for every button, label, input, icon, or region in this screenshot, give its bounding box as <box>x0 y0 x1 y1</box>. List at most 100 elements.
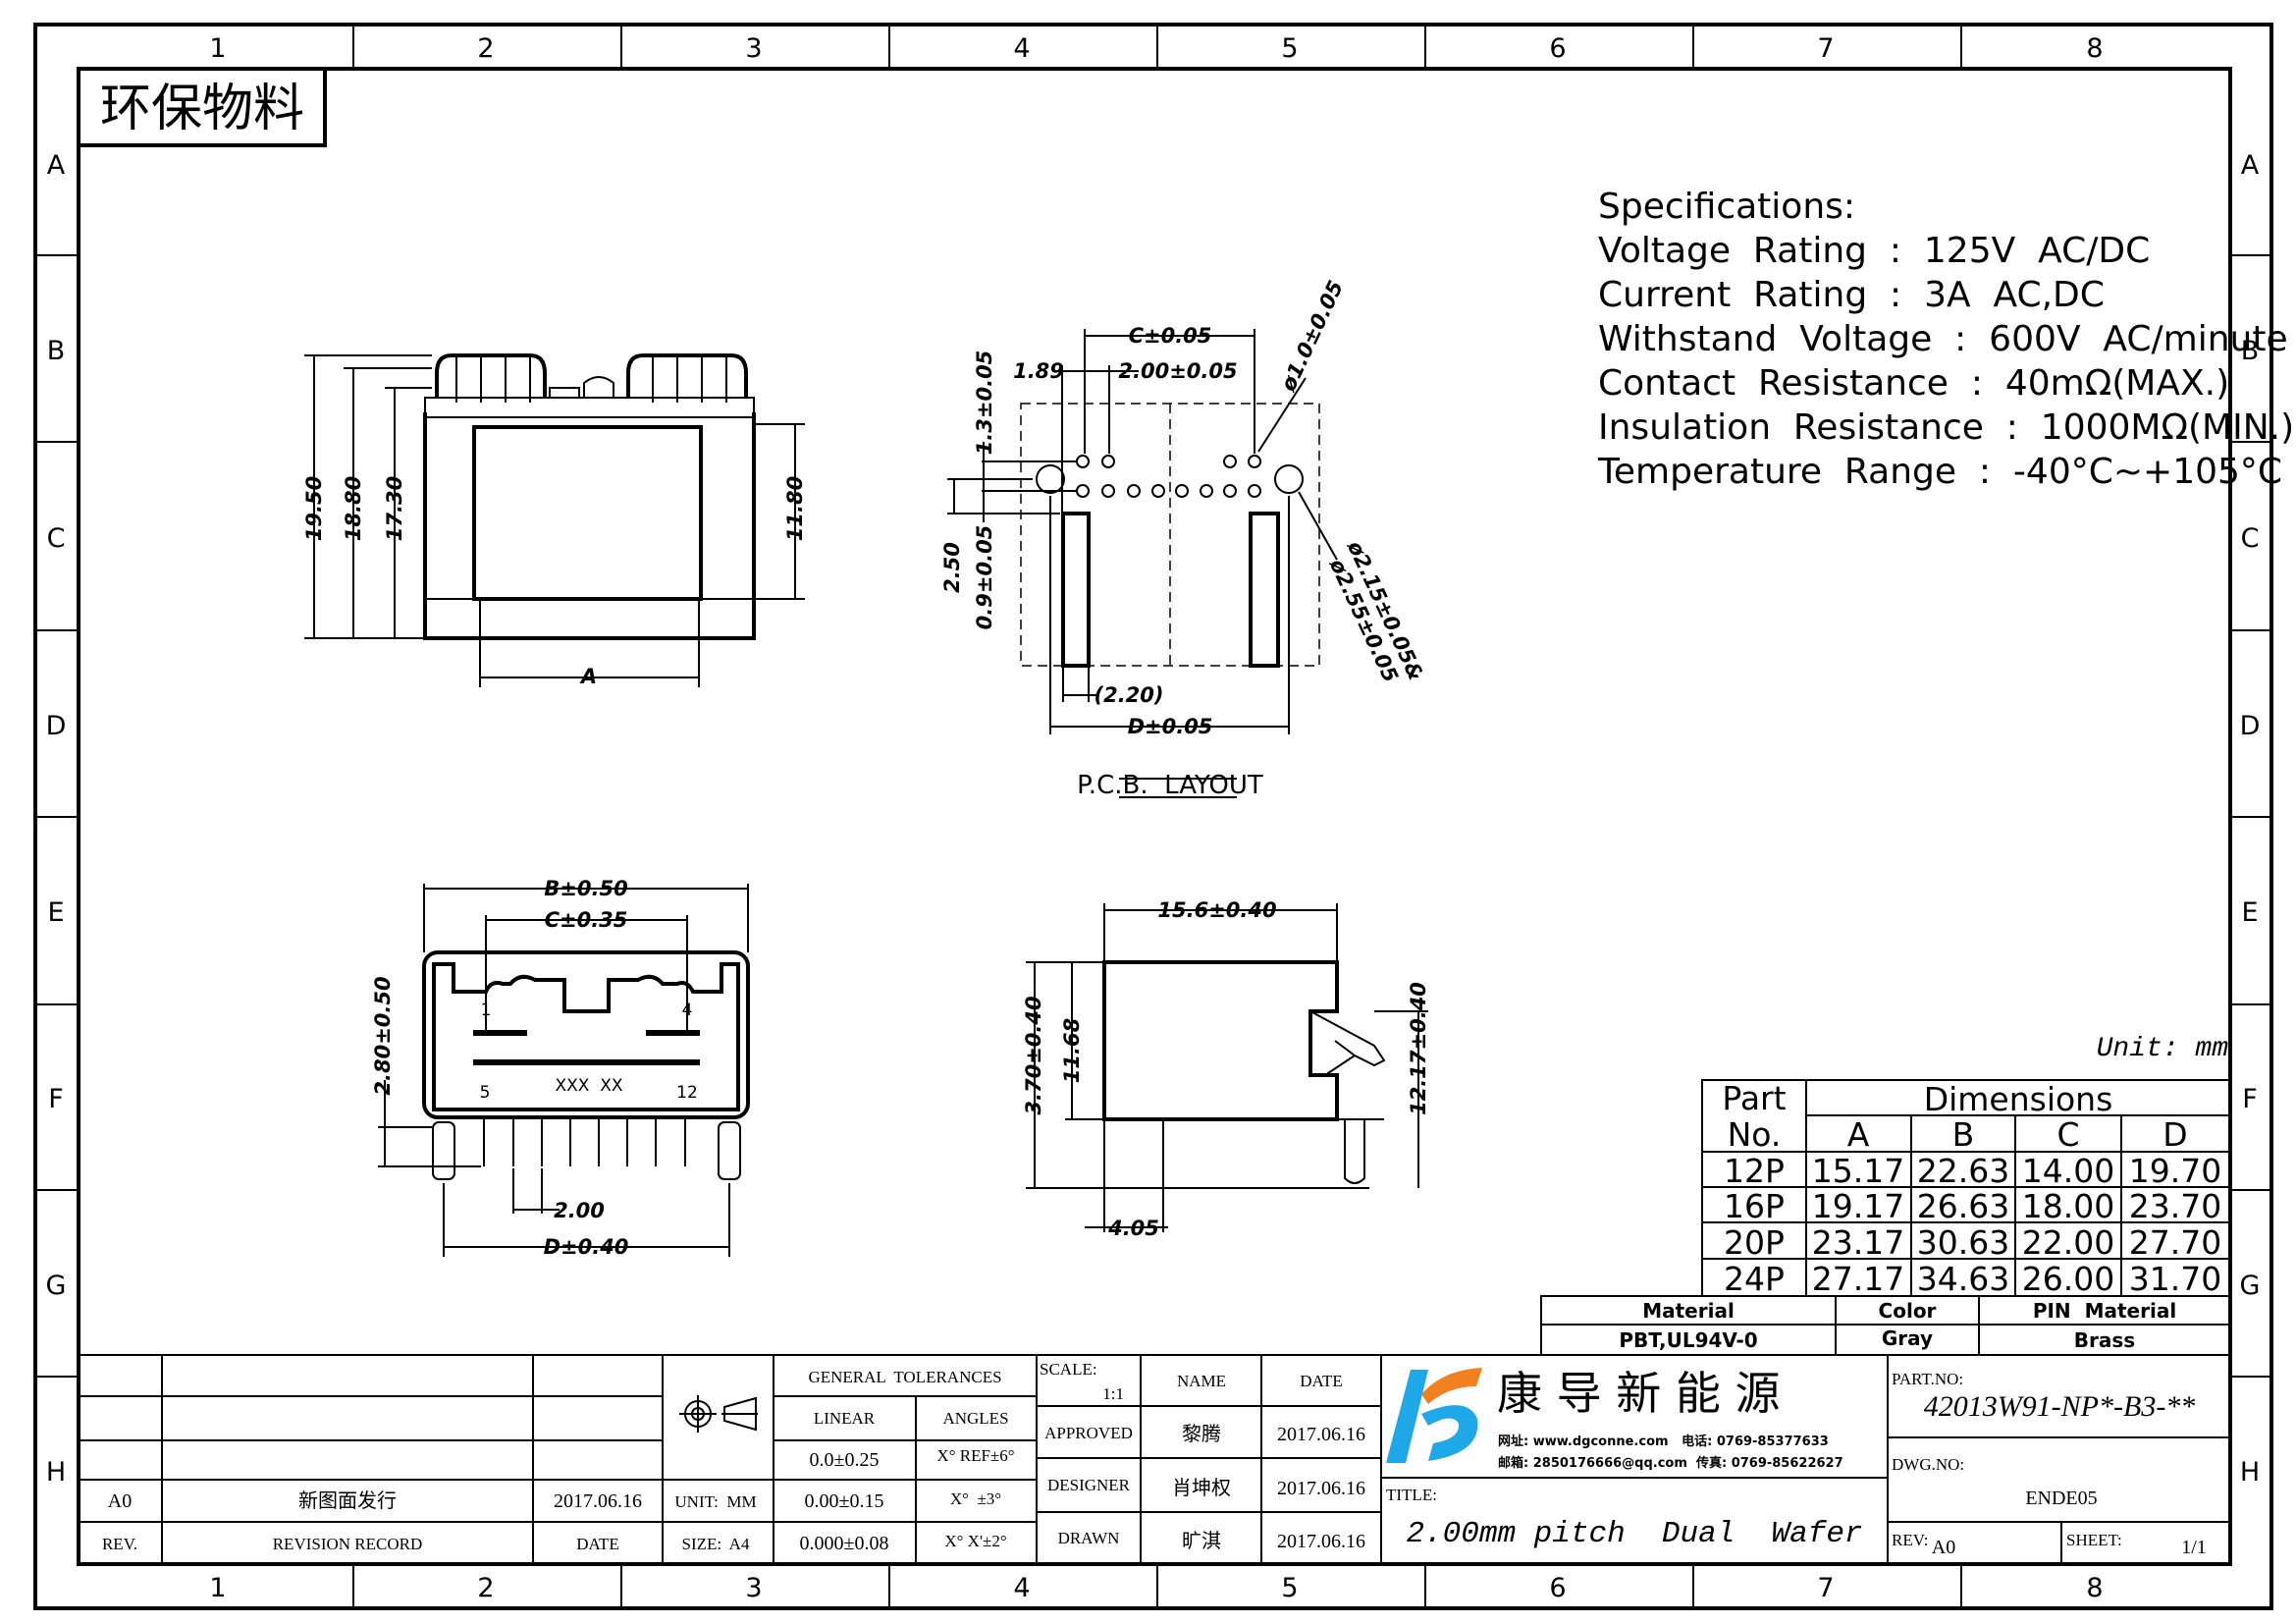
dim-label: 3.70±0.40 <box>1022 996 1045 1114</box>
angle-tolerance: X° ±3° <box>950 1489 1001 1508</box>
title-label: TITLE: <box>1386 1486 1437 1504</box>
role-label: APPROVED <box>1044 1424 1133 1442</box>
specifications: Specifications: Voltage Rating : 125V AC… <box>1597 187 2294 492</box>
table-row: 16P 19.17 26.63 18.00 23.70 <box>1724 1187 2221 1225</box>
table-cell: 31.70 <box>2129 1260 2221 1298</box>
row-label: G <box>46 1271 67 1301</box>
pcb-layout-title: P.C.B. LAYOUT <box>1077 771 1263 800</box>
revision-date-value: 2017.06.16 <box>554 1490 642 1512</box>
signoff-name: 旷淇 <box>1182 1530 1221 1552</box>
column-label: 4 <box>1013 1573 1030 1603</box>
dim-label: C±0.35 <box>545 908 628 932</box>
front-view: B±0.50 C±0.35 2.80±0.50 2.00 D±0.40 1 4 … <box>371 877 750 1259</box>
svg-text:环保物料: 环保物料 <box>100 80 304 138</box>
row-label: D <box>46 711 67 741</box>
material-value: PBT,UL94V-0 <box>1619 1328 1757 1352</box>
column-label: 1 <box>209 33 226 64</box>
side-view: 15.6±0.40 3.70±0.40 11.68 12.17±0.40 4.0… <box>1022 898 1430 1240</box>
company-contact: 网址: www.dgconne.com 电话: 0769-85377633 <box>1498 1434 1829 1449</box>
column-label: 2 <box>477 33 494 64</box>
title-block: A0 新图面发行 2017.06.16 REV. REVISION RECORD… <box>79 1354 2230 1564</box>
date-header: DATE <box>576 1535 618 1553</box>
row-label: H <box>46 1457 66 1488</box>
general-tolerances-heading: GENERAL TOLERANCES <box>808 1368 1001 1386</box>
table-cell: 30.63 <box>1917 1223 2009 1262</box>
linear-tolerance: 0.0±0.25 <box>810 1449 880 1471</box>
part-no-label: PART.NO: <box>1892 1370 1963 1388</box>
table-header: Part <box>1722 1079 1786 1117</box>
scale-value: 1:1 <box>1102 1384 1124 1403</box>
dim-label: 2.80±0.50 <box>371 976 395 1095</box>
column-label: 5 <box>1281 33 1298 64</box>
material-header: Material <box>1642 1299 1735 1323</box>
dim-label: 1.89 <box>1013 359 1064 383</box>
company-contact: 邮箱: 2850176666@qq.com 传真: 0769-85622627 <box>1498 1455 1843 1471</box>
table-cell: 19.17 <box>1812 1187 1904 1225</box>
name-header: NAME <box>1177 1372 1226 1390</box>
table-cell: 26.00 <box>2022 1260 2114 1298</box>
table-header: Dimensions <box>1924 1080 2113 1118</box>
dim-label: 18.80 <box>342 476 365 541</box>
eco-material-stamp: 环保物料 <box>77 67 327 147</box>
pin-label: 5 <box>480 1083 491 1103</box>
table-cell: 23.17 <box>1812 1223 1904 1262</box>
dim-label: 4.05 <box>1107 1217 1159 1240</box>
row-label: A <box>47 150 66 181</box>
table-cell: 34.63 <box>1917 1260 2009 1298</box>
dim-label: 11.68 <box>1060 1018 1084 1083</box>
table-header: B <box>1952 1115 1975 1154</box>
linear-tolerance: 0.000±0.08 <box>800 1533 889 1554</box>
dim-label: (2.20) <box>1094 683 1163 707</box>
dim-label: 2.50 <box>940 542 964 593</box>
angle-tolerance: X° X'±2° <box>944 1532 1006 1550</box>
table-cell: 12P <box>1724 1152 1785 1190</box>
role-label: DESIGNER <box>1047 1476 1131 1494</box>
table-cell: 19.70 <box>2129 1152 2221 1190</box>
scale-label: SCALE: <box>1040 1360 1097 1379</box>
sheet-label: SHEET: <box>2066 1531 2122 1549</box>
dimension-table: Part No. Dimensions A B C D 12P 15.17 22… <box>1701 1079 2231 1298</box>
row-label: F <box>48 1084 64 1114</box>
row-label: A <box>2241 150 2260 181</box>
dim-label: 12.17±0.40 <box>1407 982 1430 1115</box>
dim-label: 11.80 <box>783 476 807 541</box>
row-label: C <box>2241 523 2260 554</box>
row-label: G <box>2240 1271 2261 1301</box>
rev-value: A0 <box>1932 1537 1955 1558</box>
column-label: 4 <box>1013 33 1030 64</box>
signoff-date: 2017.06.16 <box>1277 1531 1365 1552</box>
table-cell: 15.17 <box>1812 1152 1904 1190</box>
company-logo: 康 导 新 能 源 网址: www.dgconne.com 电话: 0769-8… <box>1386 1367 1843 1471</box>
signoff-date: 2017.06.16 <box>1277 1424 1365 1445</box>
row-label: B <box>47 336 66 366</box>
row-label: D <box>2240 711 2261 741</box>
dim-label: C±0.05 <box>1129 324 1212 348</box>
column-label: 1 <box>209 1573 226 1603</box>
pin-material-value: Brass <box>2074 1328 2135 1352</box>
date-header: DATE <box>1300 1372 1342 1390</box>
table-cell: 18.00 <box>2022 1187 2114 1225</box>
size-value: SIZE: A4 <box>682 1535 750 1553</box>
rev-label: REV: <box>1892 1531 1928 1549</box>
spec-line: Voltage Rating : 125V AC/DC <box>1598 231 2150 271</box>
company-name: 康 导 新 能 源 <box>1497 1367 1781 1420</box>
column-label: 2 <box>477 1573 494 1603</box>
revision-value: A0 <box>108 1490 132 1512</box>
revision-record-value: 新图面发行 <box>298 1489 397 1512</box>
row-label: F <box>2242 1084 2258 1114</box>
angle-tolerance: X° REF±6° <box>936 1446 1014 1465</box>
drawing-frame: 1 2 3 4 5 6 7 8 1 2 3 4 5 6 7 8 A B C D … <box>33 23 2273 1610</box>
table-header: A <box>1847 1115 1870 1154</box>
dim-label: 1.3±0.05 <box>973 351 996 456</box>
top-view: 19.50 18.80 17.30 11.80 A <box>302 353 807 688</box>
rev-header: REV. <box>102 1535 137 1553</box>
pin-material-header: PIN Material <box>2033 1299 2176 1323</box>
column-label: 6 <box>1549 33 1566 64</box>
table-row: 20P 23.17 30.63 22.00 27.70 <box>1724 1223 2221 1262</box>
logo-mark-icon <box>1386 1370 1478 1463</box>
table-cell: 16P <box>1724 1187 1785 1225</box>
table-cell: 22.00 <box>2022 1223 2114 1262</box>
dim-label: 17.30 <box>383 476 406 541</box>
column-label: 3 <box>745 1573 762 1603</box>
row-label: E <box>2241 897 2258 928</box>
